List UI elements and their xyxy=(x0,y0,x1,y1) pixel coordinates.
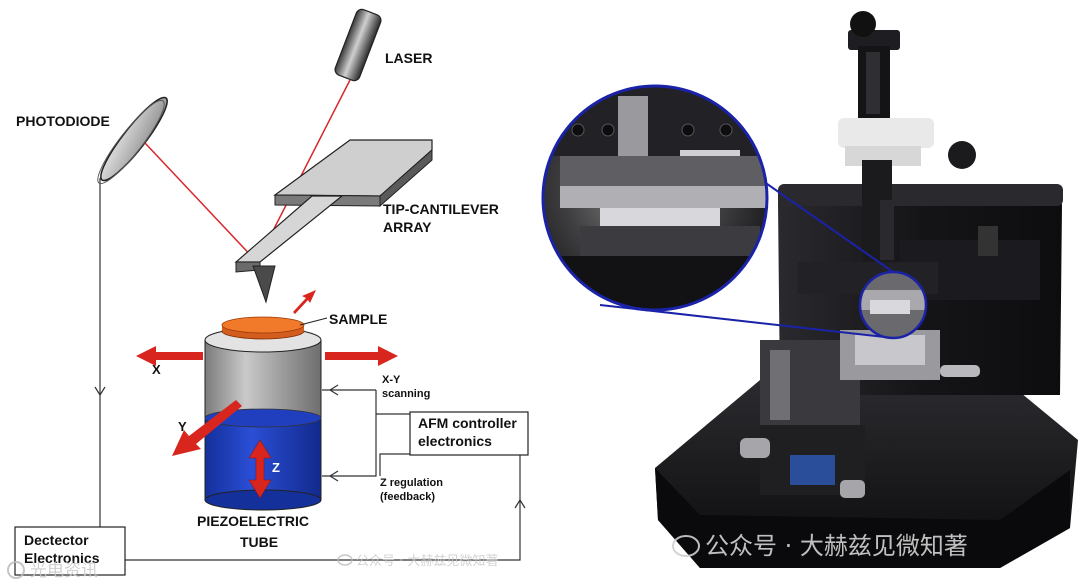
laser-icon xyxy=(334,8,382,82)
x-axis-arrows xyxy=(136,346,398,366)
watermark-right: 公众号 · 大赫兹见微知著 xyxy=(672,532,968,560)
afm-instrument-photo: 公众号 · 大赫兹见微知著 xyxy=(541,11,1078,568)
z-regulation-label-1: Z regulation xyxy=(380,477,443,489)
y-axis-arrow xyxy=(172,400,242,456)
tip-cantilever-label-2: ARRAY xyxy=(383,219,432,235)
watermark-left: 光电资讯 xyxy=(7,561,98,581)
afm-controller-label-2: electronics xyxy=(418,433,492,449)
cantilever-array xyxy=(234,139,433,304)
axis-z-label: Z xyxy=(272,460,280,475)
afm-schematic: PHOTODIODE LASER TIP-CANTILEVER ARRAY xyxy=(7,8,529,581)
tip-cantilever-label-1: TIP-CANTILEVER xyxy=(383,201,499,217)
watermark-center: 公众号 · 大赫兹见微知著 xyxy=(337,553,498,569)
piezo-label-1: PIEZOELECTRIC xyxy=(197,513,309,529)
afm-controller-label-1: AFM controller xyxy=(418,415,517,431)
xy-scanning-label-1: X-Y xyxy=(382,374,401,386)
wiring xyxy=(94,178,526,561)
photodiode-icon xyxy=(97,96,168,185)
small-y-arrow xyxy=(293,290,316,314)
watermark-center-text: 公众号 · 大赫兹见微知著 xyxy=(356,553,498,569)
z-regulation-label-2: (feedback) xyxy=(380,491,435,503)
detector-label-2: Electronics xyxy=(24,550,100,566)
photodiode-label: PHOTODIODE xyxy=(16,113,110,129)
piezo-label-2: TUBE xyxy=(240,534,278,550)
watermark-right-text: 公众号 · 大赫兹见微知著 xyxy=(705,532,968,560)
detector-box: Dectector Electronics xyxy=(14,526,126,576)
detector-label-1: Dectector xyxy=(24,532,89,548)
sample-label: SAMPLE xyxy=(329,311,387,327)
z-axis-arrow xyxy=(248,439,272,499)
zoom-inset xyxy=(541,84,769,312)
afm-controller-box: AFM controller electronics xyxy=(409,411,529,456)
laser-label: LASER xyxy=(385,50,432,66)
xy-scanning-label-2: scanning xyxy=(382,388,430,400)
watermark-left-text: 光电资讯 xyxy=(30,561,98,581)
axis-x-label: X xyxy=(152,362,161,377)
axis-y-label: Y xyxy=(178,419,187,434)
